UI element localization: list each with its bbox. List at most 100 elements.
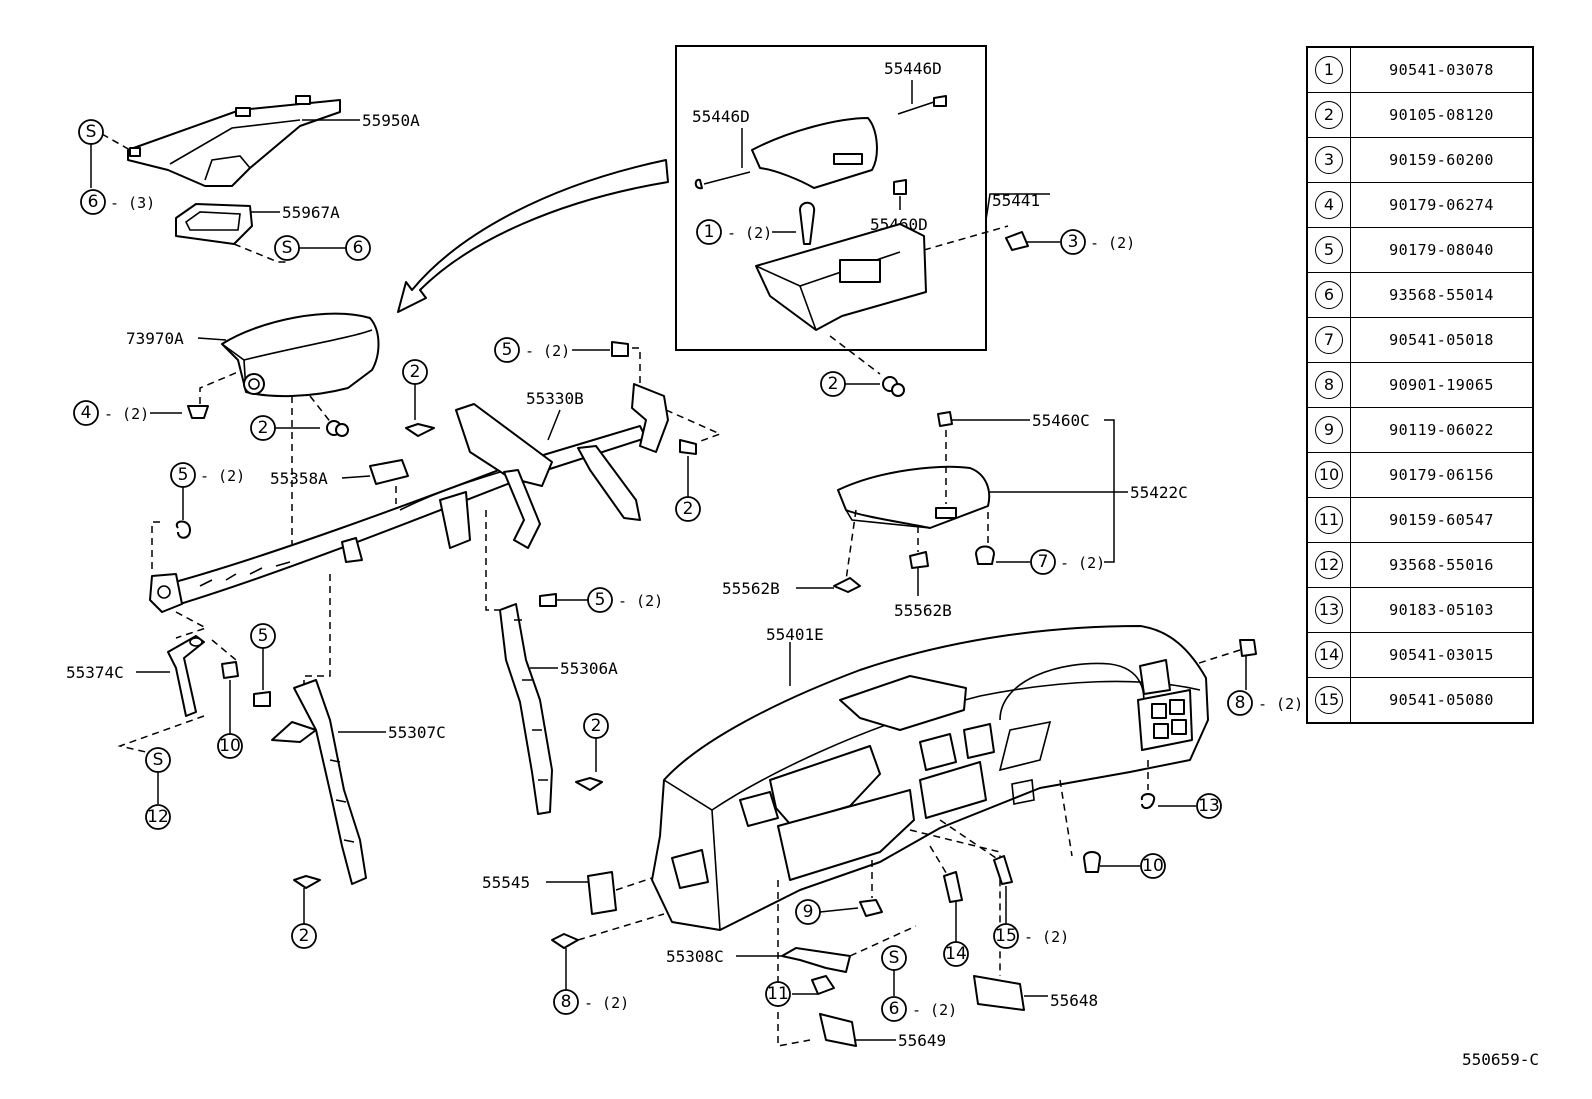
callout-7: 7 [1030,549,1056,575]
label-55307C: 55307C [388,723,446,742]
svg-text:S: S [282,238,293,258]
qty-8-a: - (2) [584,994,629,1012]
callout-9: 9 [795,899,821,925]
svg-text:3: 3 [1068,232,1079,252]
callout-1: 1 [696,219,722,245]
qty-7: - (2) [1060,554,1105,572]
ref-part-number: 93568-55014 [1350,272,1534,318]
instrument-panel-55401E [651,625,1209,931]
ref-part-number: 90901-19065 [1350,362,1534,408]
label-55422C: 55422C [1130,483,1188,502]
label-55441: 55441 [992,191,1040,210]
callout-2-e: 2 [583,713,609,739]
ref-index-number: 7 [1315,326,1343,354]
bracket-55308C [781,947,851,973]
ref-part-number: 90541-05080 [1350,677,1534,724]
qty-4: - (2) [104,405,149,423]
ref-index-number: 8 [1315,371,1343,399]
ref-index: 14 [1306,632,1351,678]
ref-index: 10 [1306,452,1351,498]
callout-6-c: 6 [881,996,907,1022]
defroster-duct-55967A [175,203,253,245]
ref-index: 6 [1306,272,1351,318]
qty-15: - (2) [1024,928,1069,946]
svg-text:5: 5 [258,626,269,646]
label-55401E: 55401E [766,625,824,644]
ref-part-number: 90159-60547 [1350,497,1534,543]
qty-6-c: - (2) [912,1001,957,1019]
svg-text:2: 2 [410,362,421,382]
ref-index: 4 [1306,182,1351,228]
direction-arrow [397,159,669,313]
svg-text:9: 9 [803,902,814,922]
label-73970A: 73970A [126,329,184,348]
diagram-code: 550659-C [1462,1050,1540,1069]
ref-part-number: 90105-08120 [1350,92,1534,138]
callout-6-b: 6 [345,235,371,261]
ref-index-number: 9 [1315,416,1343,444]
label-55446D-left: 55446D [692,107,750,126]
qty-1: - (2) [727,224,772,242]
label-55648: 55648 [1050,991,1098,1010]
ref-part-number: 90541-05018 [1350,317,1534,363]
ref-part-number: 90119-06022 [1350,407,1534,453]
ref-index-number: 14 [1315,641,1343,669]
qty-8-b: - (2) [1258,695,1303,713]
ref-index: 3 [1306,137,1351,183]
cover-55649 [819,1013,857,1047]
svg-text:5: 5 [178,465,189,485]
label-55460C: 55460C [1032,411,1090,430]
svg-text:12: 12 [147,807,169,827]
defroster-nozzle-55950A [127,95,341,187]
callout-s-c: S [145,747,171,773]
ref-part-number: 90179-06156 [1350,452,1534,498]
compartment-door-55422C [837,465,991,529]
ref-index-number: 12 [1315,551,1343,579]
ref-index-number: 10 [1315,461,1343,489]
label-55306A: 55306A [560,659,618,678]
ref-index-number: 15 [1315,686,1343,714]
ref-index: 5 [1306,227,1351,273]
ref-index: 8 [1306,362,1351,408]
cover-55648 [973,975,1025,1011]
svg-text:S: S [153,750,164,770]
ref-index-number: 4 [1315,191,1343,219]
label-55649: 55649 [898,1031,946,1050]
label-55562B-b: 55562B [894,601,952,620]
glovebox-door-55441 [751,117,878,189]
ref-index: 1 [1306,46,1351,93]
ref-index-number: 3 [1315,146,1343,174]
svg-text:11: 11 [767,984,789,1004]
svg-text:5: 5 [502,340,513,360]
callout-5-a: 5 [494,337,520,363]
label-55308C: 55308C [666,947,724,966]
callout-12: 12 [145,804,171,830]
svg-text:S: S [889,948,900,968]
ref-index-number: 5 [1315,236,1343,264]
ref-part-number: 90179-08040 [1350,227,1534,273]
svg-text:5: 5 [595,590,606,610]
callout-s-d: S [881,945,907,971]
callout-15: 15 [993,923,1019,949]
ref-index-number: 2 [1315,101,1343,129]
svg-text:2: 2 [299,926,310,946]
callout-13: 13 [1196,793,1222,819]
svg-text:10: 10 [219,736,241,756]
ref-index-number: 1 [1315,56,1343,84]
brace-55307C [271,679,367,885]
ref-index: 2 [1306,92,1351,138]
svg-text:8: 8 [561,992,572,1012]
ref-index: 11 [1306,497,1351,543]
ref-part-number: 90541-03015 [1350,632,1534,678]
